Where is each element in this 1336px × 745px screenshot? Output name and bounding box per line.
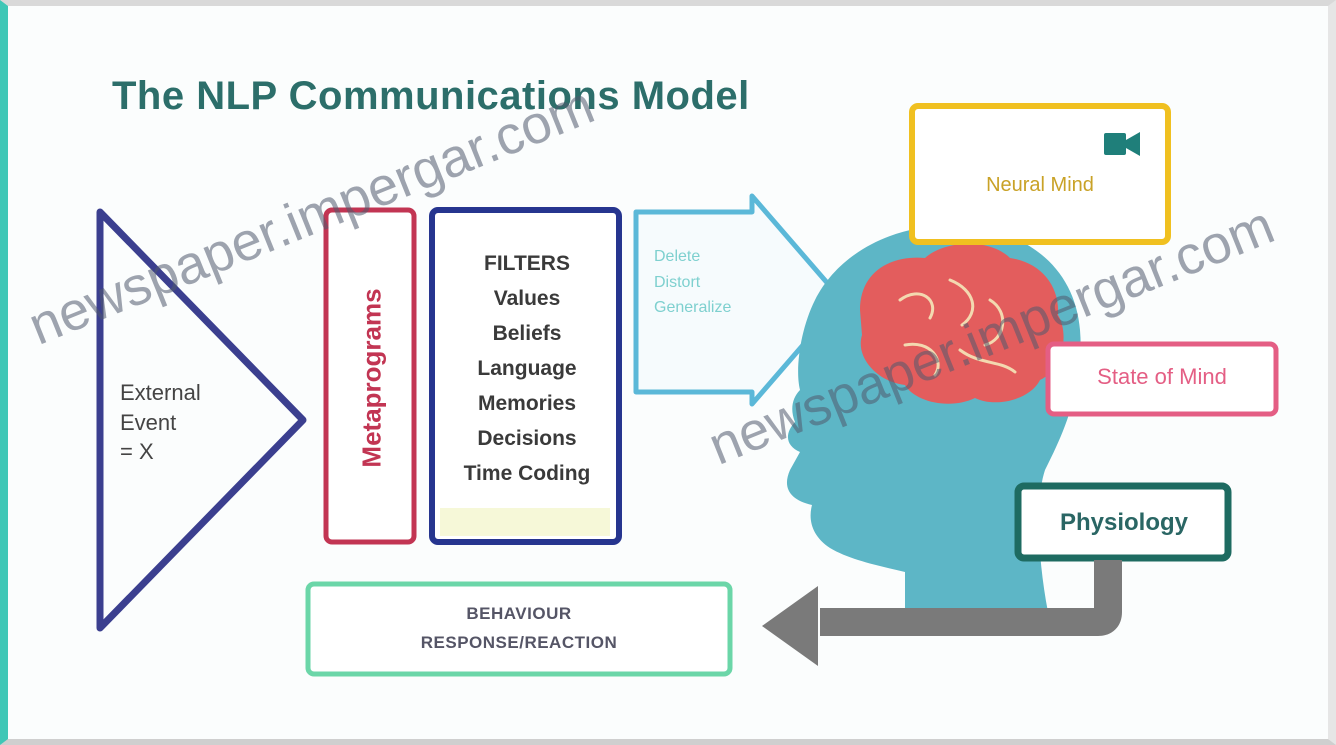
metaprograms-label: Metaprograms <box>356 288 387 468</box>
filter-item: Memories <box>477 392 577 415</box>
return-arrow <box>820 560 1122 636</box>
state-of-mind-label: State of Mind <box>1097 364 1227 389</box>
camera-icon <box>1104 133 1126 155</box>
behaviour-box <box>305 581 733 677</box>
filter-item: Language <box>477 357 577 380</box>
external-event-triangle <box>96 208 307 632</box>
state-of-mind-box <box>1045 341 1279 417</box>
behaviour-line: BEHAVIOUR <box>466 604 572 623</box>
filters-box-accent <box>440 508 610 536</box>
external-event-label: External Event = X <box>120 380 201 465</box>
physiology-box <box>1014 482 1232 562</box>
page-title: The NLP Communications Model <box>112 74 750 118</box>
physiology-label: Physiology <box>1059 509 1189 536</box>
filter-process-label: Delete Distort Generalize <box>654 248 732 317</box>
filters-heading: FILTERS <box>484 252 570 275</box>
filter-item: Values <box>493 287 561 310</box>
filter-arrow <box>633 193 845 407</box>
neural-mind-label: Neural Mind <box>986 174 1094 196</box>
return-arrowhead <box>762 586 818 666</box>
response-line: RESPONSE/REACTION <box>420 632 618 652</box>
filter-item: Time Coding <box>463 462 591 485</box>
brain-folds <box>898 278 1017 377</box>
filters-box <box>429 207 622 545</box>
filters-list: FILTERS Values Beliefs Language Memories… <box>440 246 614 491</box>
filter-item: Decisions <box>477 427 577 450</box>
camera-lens-icon <box>1126 132 1140 156</box>
metaprograms-box <box>323 207 417 545</box>
behaviour-label: BEHAVIOUR RESPONSE/REACTION <box>312 600 726 658</box>
filter-item: Beliefs <box>492 322 562 345</box>
